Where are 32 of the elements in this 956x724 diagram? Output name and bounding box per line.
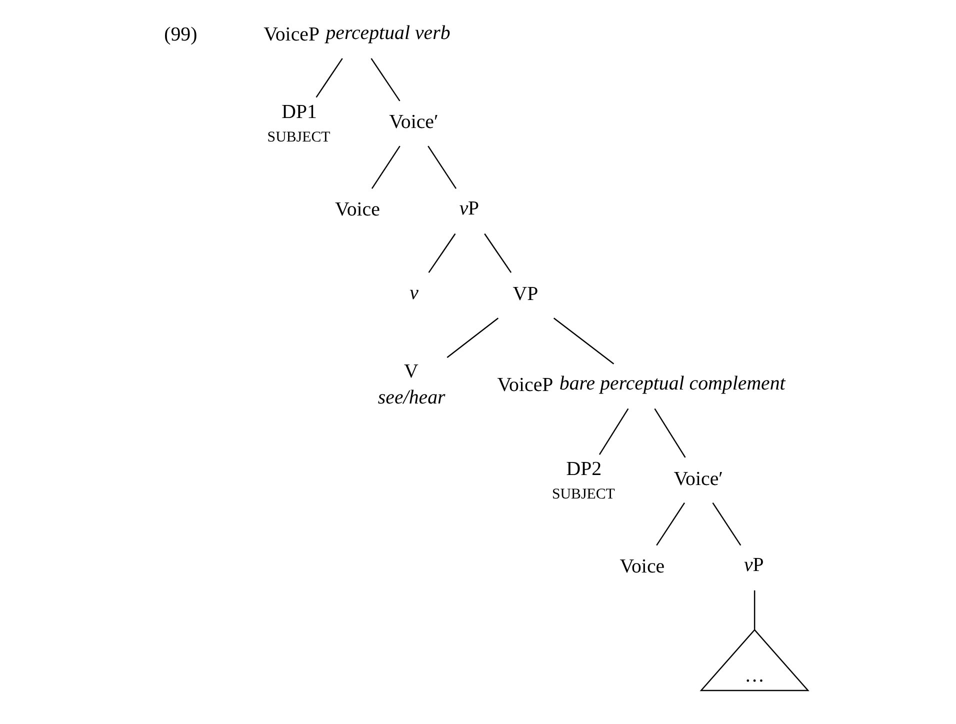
node-text: Voice′ [389, 111, 438, 134]
node-label: SUBJECT [552, 486, 615, 502]
connector [754, 590, 756, 630]
connector [446, 318, 499, 358]
connector [654, 408, 686, 458]
node-label: perceptual verb [326, 22, 450, 44]
node-text: vP [459, 197, 480, 220]
node-text: DP2 [566, 458, 602, 480]
node-text: vP [744, 554, 764, 576]
connector [316, 58, 343, 98]
node-text: v [410, 282, 418, 304]
connector [370, 58, 400, 102]
connector [371, 146, 400, 189]
connector [598, 408, 629, 455]
node-text: DP1 [282, 101, 317, 124]
node-label: SUBJECT [267, 129, 330, 146]
node-text: VP [512, 283, 538, 306]
node-text: VoiceP [497, 374, 554, 396]
connector [553, 318, 614, 364]
node-text: Voice′ [674, 468, 724, 490]
connector [428, 233, 456, 273]
label: (99) [164, 23, 198, 46]
node-text: Voice [335, 198, 380, 221]
node-label: see/hear [378, 386, 446, 408]
node-text: Voice [620, 555, 665, 578]
connector [484, 233, 512, 273]
node-text: VoiceP [264, 23, 320, 46]
node-text: V [404, 360, 418, 382]
connector [656, 502, 686, 546]
connector [712, 502, 742, 546]
connector [428, 146, 457, 189]
node-label: bare perceptual complement [559, 372, 786, 395]
